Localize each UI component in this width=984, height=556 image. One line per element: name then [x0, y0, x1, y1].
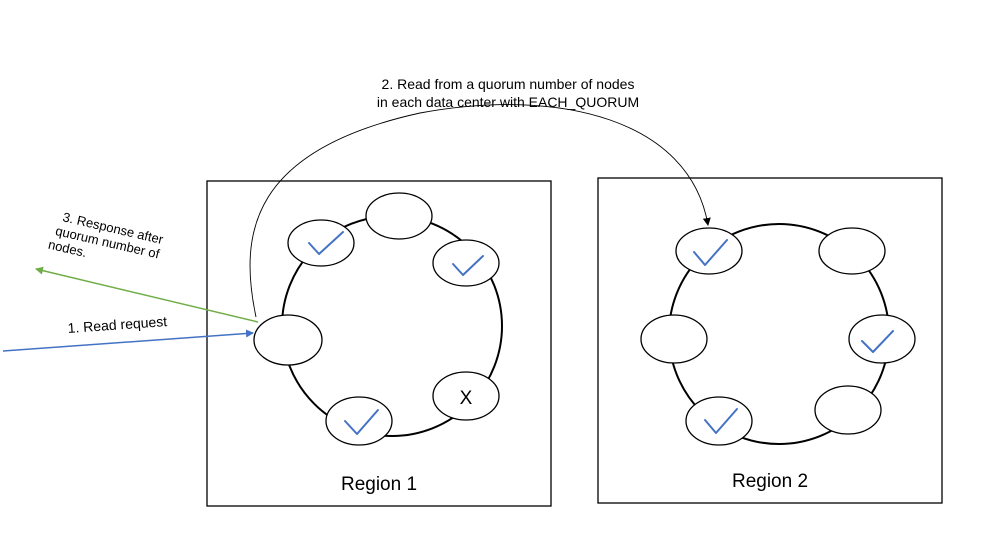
checkmark-icon: [861, 330, 894, 353]
region-2-node-left: [640, 314, 708, 364]
region-1-node-failed: X: [432, 371, 500, 421]
region-2-node-bottom-left: [685, 396, 753, 446]
quorum-read-label-line2: in each data center with EACH_QUORUM: [377, 94, 639, 110]
checkmark-icon: [452, 255, 484, 276]
region-1: X Region 1: [206, 180, 552, 507]
region-2-label: Region 2: [732, 471, 808, 492]
region-1-node-top-left: [287, 219, 355, 267]
region-2-node-top-left: [675, 227, 743, 275]
cross-region-read-arrow: [249, 104, 711, 318]
response-label: 3. Response after quorum number of nodes…: [47, 209, 166, 261]
region-1-node-top: [365, 192, 433, 240]
region-2-node-bottom-right: [814, 385, 882, 435]
region-2-box: [597, 177, 943, 504]
checkmark-icon: [693, 239, 728, 266]
read-request-label: 1. Read request: [67, 313, 168, 336]
region-2-node-right: [848, 314, 916, 364]
quorum-read-label-line1: 2. Read from a quorum number of nodes: [382, 76, 635, 92]
failed-node-x-mark: X: [460, 388, 473, 409]
read-request-arrow: [2, 329, 254, 352]
region-1-node-top-right: [432, 239, 500, 287]
checkmark-icon: [308, 231, 344, 255]
region-2-node-top-right: [818, 227, 886, 275]
region-2: Region 2: [597, 177, 943, 504]
region-1-node-coordinator: [253, 314, 323, 366]
region-1-node-bottom-left: [325, 396, 393, 446]
region-1-box: [206, 180, 552, 507]
region-1-label: Region 1: [341, 474, 417, 495]
checkmark-icon: [704, 408, 738, 434]
checkmark-icon: [344, 409, 379, 435]
response-arrow: [35, 266, 259, 323]
